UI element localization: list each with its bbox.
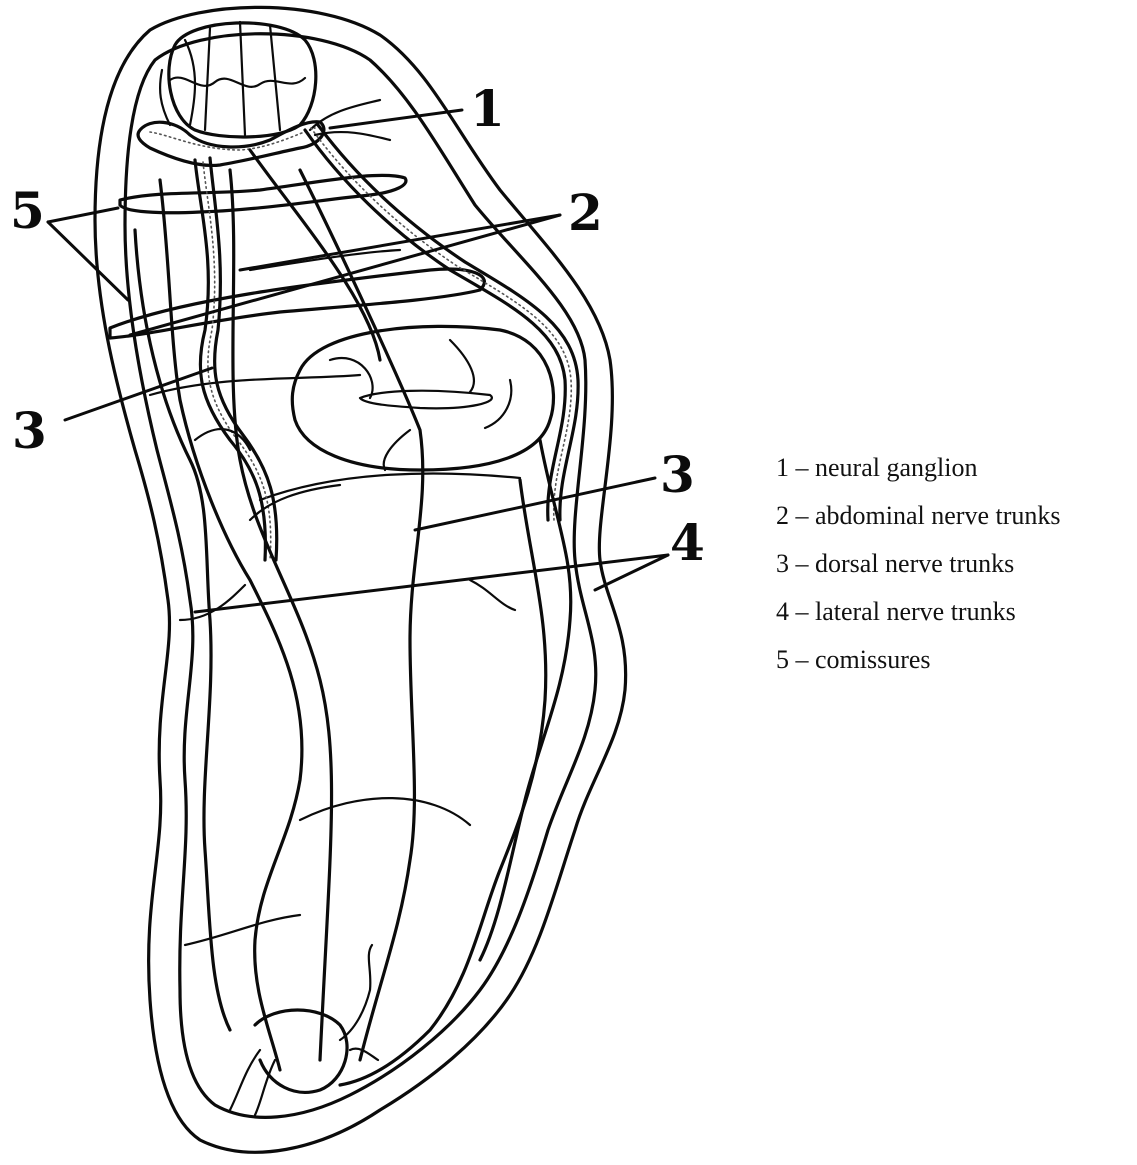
commissure-tail <box>185 915 300 945</box>
head-ring-lines <box>185 22 280 135</box>
legend-item-comissures: 5 – comissures <box>776 642 1061 690</box>
marker-5: 5 <box>10 181 45 240</box>
legend-item-dorsal-nerve-trunks: 3 – dorsal nerve trunks <box>776 546 1061 594</box>
pointer-5b <box>48 222 128 300</box>
legend-item-neural-ganglion: 1 – neural ganglion <box>776 450 1061 498</box>
commissure-posterior <box>300 798 470 825</box>
abdominal-trunk-left <box>195 160 265 560</box>
side-branch <box>180 429 515 620</box>
dorsal-trunk-2 <box>300 170 423 1060</box>
lateral-trunk-right <box>340 480 546 1085</box>
body-outline-outer <box>95 7 626 1152</box>
marker-1: 1 <box>470 79 505 138</box>
legend-item-lateral-nerve-trunks: 4 – lateral nerve trunks <box>776 594 1061 642</box>
pointer-4a <box>195 555 668 612</box>
head-ring-wave <box>170 78 305 87</box>
abdominal-trunk-left-inner <box>210 158 277 560</box>
commissure-lower <box>260 473 520 500</box>
legend: 1 – neural ganglion 2 – abdominal nerve … <box>776 450 1061 690</box>
marker-3-left: 3 <box>12 401 47 460</box>
marker-3-right: 3 <box>660 445 695 504</box>
marker-4: 4 <box>670 513 705 572</box>
tail-loop <box>255 1010 347 1092</box>
pointer-3b <box>415 478 655 530</box>
pointer-3a <box>65 368 212 420</box>
pointer-5a <box>48 208 118 222</box>
abdominal-trunk-right-inner <box>318 125 578 520</box>
tail-branches <box>230 945 378 1115</box>
neural-ganglion <box>138 122 324 166</box>
pointer-1 <box>330 110 462 128</box>
marker-2: 2 <box>568 183 603 242</box>
legend-item-abdominal-nerve-trunks: 2 – abdominal nerve trunks <box>776 498 1061 546</box>
pointer-2b <box>130 215 560 335</box>
